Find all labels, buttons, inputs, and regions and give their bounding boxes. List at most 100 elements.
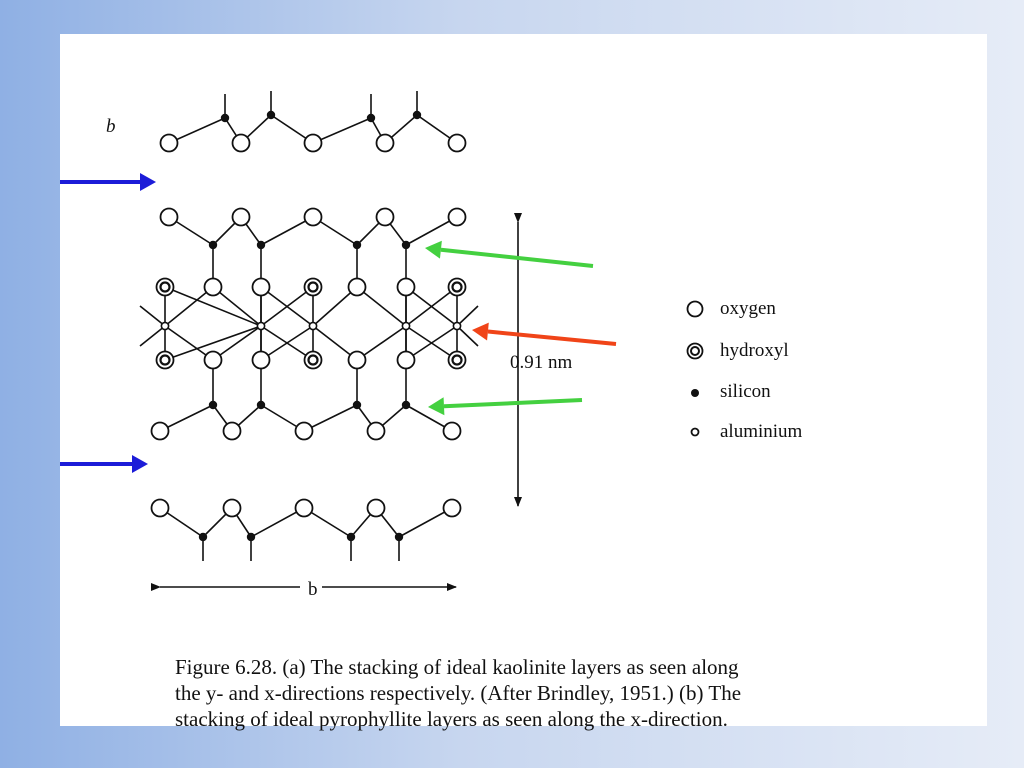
caption-line: Figure 6.28. (a) The stacking of ideal k… bbox=[175, 655, 739, 679]
hydroxyl-inner bbox=[451, 281, 463, 293]
silicon-atom bbox=[401, 400, 411, 410]
hydroxyl-inner bbox=[307, 281, 319, 293]
oxygen-atom bbox=[442, 498, 462, 518]
bond-line bbox=[405, 216, 458, 246]
green-arrow-bottom-head bbox=[428, 397, 445, 416]
bond-line bbox=[168, 117, 226, 144]
aluminium-atom bbox=[160, 321, 170, 331]
hydroxyl-inner bbox=[307, 354, 319, 366]
silicon-atom bbox=[412, 110, 422, 120]
bond-line bbox=[398, 507, 453, 538]
oxygen-atom bbox=[159, 133, 179, 153]
legend-oxygen-symbol bbox=[686, 300, 704, 318]
oxygen-atom bbox=[159, 207, 179, 227]
oxygen-atom bbox=[251, 350, 271, 370]
oxygen-atom bbox=[222, 498, 242, 518]
legend-hydroxyl-symbol bbox=[686, 342, 704, 360]
dimension-label: 0.91 nm bbox=[510, 352, 573, 373]
bond-line bbox=[139, 305, 166, 327]
oxygen-atom bbox=[150, 498, 170, 518]
green-arrow-top bbox=[425, 240, 594, 268]
oxygen-atom bbox=[231, 207, 251, 227]
bond-line bbox=[139, 325, 166, 347]
hydroxyl-group bbox=[447, 350, 467, 370]
legend-aluminium-label: aluminium bbox=[720, 421, 803, 442]
bond-line bbox=[405, 325, 458, 361]
atoms bbox=[150, 110, 467, 542]
bond-line bbox=[312, 117, 372, 144]
oxygen-atom bbox=[366, 421, 386, 441]
bond-line bbox=[312, 286, 358, 327]
silicon-atom bbox=[256, 240, 266, 250]
hydroxyl-inner bbox=[159, 354, 171, 366]
width-label: b bbox=[308, 579, 318, 600]
hydroxyl-inner bbox=[159, 281, 171, 293]
blue-arrow-top-head bbox=[140, 173, 156, 191]
oxygen-atom bbox=[294, 498, 314, 518]
oxygen-atom bbox=[442, 421, 462, 441]
oxygen-atom bbox=[375, 133, 395, 153]
silicon-atom bbox=[401, 240, 411, 250]
blue-arrow-bottom-head bbox=[132, 455, 148, 473]
green-arrow-bottom-shaft bbox=[443, 398, 583, 409]
red-arrow-shaft bbox=[487, 329, 617, 346]
oxygen-atom bbox=[396, 350, 416, 370]
bond-line bbox=[250, 507, 305, 538]
oxygen-atom bbox=[203, 277, 223, 297]
silicon-atom bbox=[256, 400, 266, 410]
aluminium-atom bbox=[308, 321, 318, 331]
bond-line bbox=[260, 286, 314, 327]
oxygen-atom bbox=[303, 133, 323, 153]
hydroxyl-group bbox=[155, 350, 175, 370]
hydroxyl-group bbox=[155, 277, 175, 297]
oxygen-atom bbox=[396, 277, 416, 297]
silicon-atom bbox=[220, 113, 230, 123]
red-arrow-head bbox=[472, 322, 489, 341]
oxygen-atom bbox=[366, 498, 386, 518]
oxygen-atom bbox=[347, 277, 367, 297]
silicon-atom bbox=[208, 240, 218, 250]
oxygen-atom bbox=[203, 350, 223, 370]
blue-arrow-bottom bbox=[60, 455, 148, 473]
bond-line bbox=[303, 404, 358, 432]
silicon-atom bbox=[366, 113, 376, 123]
blue-arrow-top bbox=[60, 173, 156, 191]
bond-line bbox=[356, 325, 407, 361]
bond-line bbox=[164, 286, 214, 327]
silicon-atom bbox=[246, 532, 256, 542]
oxygen-atom bbox=[375, 207, 395, 227]
caption-line: stacking of ideal pyrophyllite layers as… bbox=[175, 707, 728, 731]
caption-line: the y- and x-directions respectively. (A… bbox=[175, 681, 742, 705]
bond-line bbox=[456, 325, 479, 347]
aluminium-atom bbox=[452, 321, 462, 331]
silicon-atom bbox=[394, 532, 404, 542]
bond-line bbox=[405, 286, 458, 327]
silicon-atom bbox=[198, 532, 208, 542]
oxygen-atom bbox=[447, 207, 467, 227]
legend-aluminium-symbol bbox=[690, 427, 700, 437]
oxygen-atom bbox=[222, 421, 242, 441]
legend-hydroxyl-label: hydroxyl bbox=[720, 340, 789, 361]
legend-silicon-label: silicon bbox=[720, 381, 771, 402]
hydroxyl-inner bbox=[451, 354, 463, 366]
oxygen-atom bbox=[303, 207, 323, 227]
silicon-atom bbox=[352, 400, 362, 410]
bond-line bbox=[212, 325, 262, 361]
bond-line bbox=[164, 325, 262, 361]
silicon-atom bbox=[266, 110, 276, 120]
panel-label: b bbox=[106, 116, 116, 137]
oxygen-atom bbox=[231, 133, 251, 153]
hydroxyl-group bbox=[303, 277, 323, 297]
bond-line bbox=[164, 286, 262, 327]
oxygen-atom bbox=[294, 421, 314, 441]
aluminium-atom bbox=[401, 321, 411, 331]
bond-line bbox=[356, 286, 407, 327]
silicon-atom bbox=[208, 400, 218, 410]
figure-page: b 0.91 nm b oxygen hydroxyl silicon alum… bbox=[60, 34, 987, 731]
bond-line bbox=[260, 216, 314, 246]
bond-line bbox=[456, 305, 479, 327]
oxygen-atom bbox=[447, 133, 467, 153]
pyrophyllite-structure-diagram: b 0.91 nm b oxygen hydroxyl silicon alum… bbox=[60, 91, 803, 600]
green-arrow-top-shaft bbox=[440, 247, 594, 268]
hydroxyl-group bbox=[303, 350, 323, 370]
